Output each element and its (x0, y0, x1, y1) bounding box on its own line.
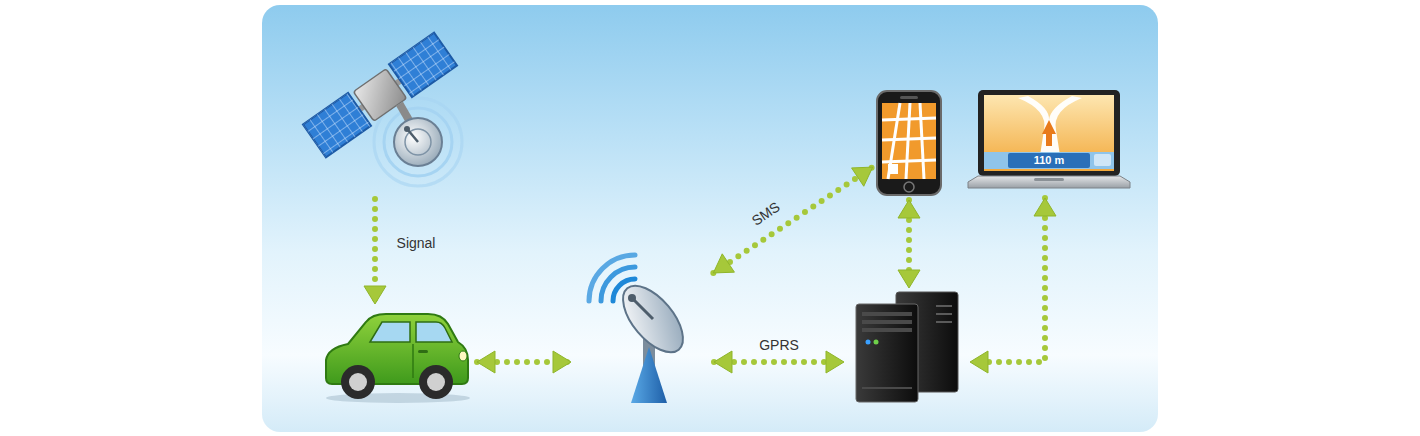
car-icon-art (318, 308, 473, 403)
dotted-connector (364, 199, 386, 304)
edge-label-holder: SMS (747, 197, 785, 230)
connection-label: GPRS (757, 337, 801, 354)
arrow-head (714, 351, 732, 373)
connection-label: SMS (747, 197, 785, 230)
server-icon-art (848, 292, 966, 402)
dotted-line (970, 198, 1045, 362)
arrow-head (1034, 198, 1056, 216)
phone-icon (876, 90, 942, 196)
edge-label-holder: Signal (395, 235, 438, 252)
dotted-line (714, 359, 844, 365)
satellite-icon (290, 20, 470, 195)
antenna-dish-icon (575, 235, 710, 405)
arrow-head (553, 351, 571, 373)
dotted-connector (477, 351, 571, 373)
distance-text: 110 m (1008, 153, 1090, 168)
dotted-connector (970, 198, 1056, 373)
phone-icon-art (876, 90, 942, 196)
arrow-head (898, 270, 920, 288)
satellite-icon-art (290, 20, 470, 195)
antenna-dish-icon-art (575, 235, 710, 405)
arrow-head (852, 167, 873, 186)
edge-label-holder: GPRS (757, 337, 801, 354)
connection-label: Signal (395, 235, 438, 252)
arrow-head (713, 254, 734, 273)
arrow-head (477, 351, 495, 373)
arrow-head (826, 351, 844, 373)
dotted-connector (713, 167, 872, 273)
arrow-head (364, 286, 386, 304)
arrow-head (898, 200, 920, 218)
arrow-head (970, 351, 988, 373)
dotted-connector (898, 200, 920, 288)
dotted-line (713, 167, 872, 273)
car-icon (318, 308, 473, 403)
status-bar: 110 m (1008, 153, 1090, 168)
laptop-icon: 110 m (968, 90, 1130, 194)
server-icon (848, 292, 966, 402)
dotted-connector (714, 351, 844, 373)
laptop-icon-art (968, 90, 1130, 194)
